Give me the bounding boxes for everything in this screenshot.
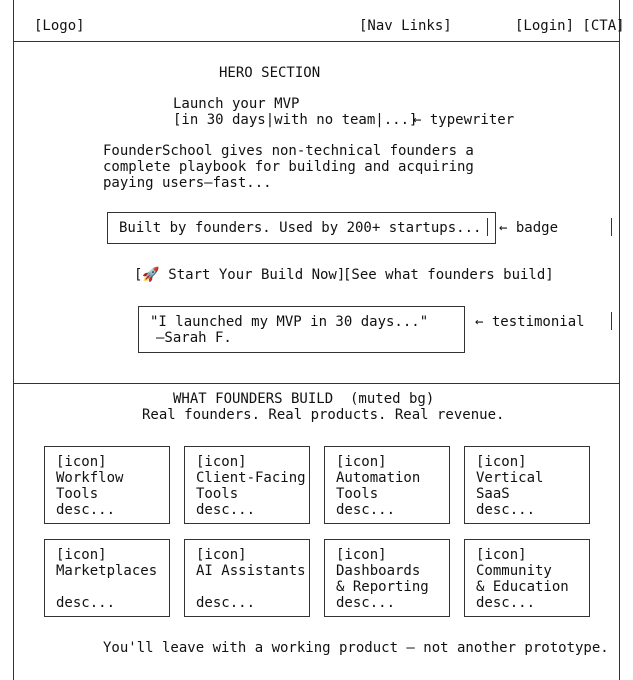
card-title-line-1: AI Assistants	[196, 563, 306, 579]
frame-left-border	[13, 0, 14, 680]
card-icon: [icon]	[56, 454, 107, 470]
card-desc: desc...	[476, 502, 536, 518]
hero-body-line-1: FounderSchool gives non-technical founde…	[103, 143, 474, 159]
category-card-marketplaces[interactable]: [icon] Marketplaces desc...	[44, 539, 170, 617]
card-icon: [icon]	[336, 454, 387, 470]
hero-body-line-2: complete playbook for building and acqui…	[103, 159, 474, 175]
start-build-button[interactable]: [🚀 Start Your Build Now]	[134, 267, 346, 283]
card-title-line-1: Community	[476, 563, 552, 579]
testimonial-row-edge-tick	[611, 312, 612, 330]
header-actions-placeholder[interactable]: [Login] [CTA]	[515, 18, 625, 34]
category-card-client-facing-tools[interactable]: [icon] Client-Facing Tools desc...	[184, 446, 310, 524]
badge-text: Built by founders. Used by 200+ startups…	[119, 220, 482, 236]
card-icon: [icon]	[56, 547, 107, 563]
card-icon: [icon]	[476, 547, 527, 563]
see-founders-build-button[interactable]: [See what founders build]	[343, 267, 554, 283]
card-desc: desc...	[196, 502, 256, 518]
card-icon: [icon]	[196, 547, 247, 563]
hero-body-line-3: paying users—fast...	[103, 175, 272, 191]
hero-typewriter-text: [in 30 days|with no team|...]	[173, 112, 418, 128]
build-section-subtitle: Real founders. Real products. Real reven…	[142, 407, 505, 423]
card-desc: desc...	[196, 595, 256, 611]
hero-headline: Launch your MVP	[173, 96, 300, 112]
card-title-line-1: Automation	[336, 470, 421, 486]
card-desc: desc...	[336, 595, 396, 611]
category-card-ai-assistants[interactable]: [icon] AI Assistants desc...	[184, 539, 310, 617]
card-title-line-1: Client-Facing	[196, 470, 306, 486]
card-title-line-1: Vertical	[476, 470, 544, 486]
nav-links-placeholder[interactable]: [Nav Links]	[359, 18, 452, 34]
typewriter-annotation: ← typewriter	[413, 112, 515, 128]
card-title-line-2: Tools	[56, 486, 99, 502]
frame-right-border	[619, 0, 620, 680]
logo-placeholder[interactable]: [Logo]	[34, 18, 85, 34]
card-title-line-2: & Reporting	[336, 579, 429, 595]
card-icon: [icon]	[336, 547, 387, 563]
card-title-line-2: SaaS	[476, 486, 510, 502]
card-title-line-2: & Education	[476, 579, 569, 595]
category-card-vertical-saas[interactable]: [icon] Vertical SaaS desc...	[464, 446, 590, 524]
hero-divider	[13, 383, 620, 384]
badge-row-edge-tick	[611, 218, 612, 236]
badge-box	[107, 212, 496, 244]
category-card-dashboards-reporting[interactable]: [icon] Dashboards & Reporting desc...	[324, 539, 450, 617]
card-icon: [icon]	[196, 454, 247, 470]
hero-section-label: HERO SECTION	[219, 65, 321, 81]
card-title-line-1: Dashboards	[336, 563, 421, 579]
badge-right-tick	[487, 218, 488, 236]
card-title-line-2: Tools	[336, 486, 379, 502]
testimonial-annotation: ← testimonial	[475, 314, 585, 330]
card-title-line-2: Tools	[196, 486, 239, 502]
card-title-line-1: Workflow	[56, 470, 124, 486]
build-section-label: WHAT FOUNDERS BUILD (muted bg)	[173, 391, 435, 407]
header-divider	[13, 41, 620, 42]
card-desc: desc...	[336, 502, 396, 518]
category-card-automation-tools[interactable]: [icon] Automation Tools desc...	[324, 446, 450, 524]
card-desc: desc...	[56, 595, 116, 611]
card-desc: desc...	[476, 595, 536, 611]
testimonial-box	[138, 306, 465, 353]
card-desc: desc...	[56, 502, 116, 518]
card-icon: [icon]	[476, 454, 527, 470]
card-title-line-1: Marketplaces	[56, 563, 158, 579]
category-card-workflow-tools[interactable]: [icon] Workflow Tools desc...	[44, 446, 170, 524]
testimonial-quote: "I launched my MVP in 30 days..."	[150, 314, 429, 330]
category-card-community-education[interactable]: [icon] Community & Education desc...	[464, 539, 590, 617]
testimonial-author: —Sarah F.	[156, 330, 232, 346]
badge-annotation: ← badge	[499, 220, 559, 236]
build-footer-line: You'll leave with a working product — no…	[103, 640, 609, 656]
